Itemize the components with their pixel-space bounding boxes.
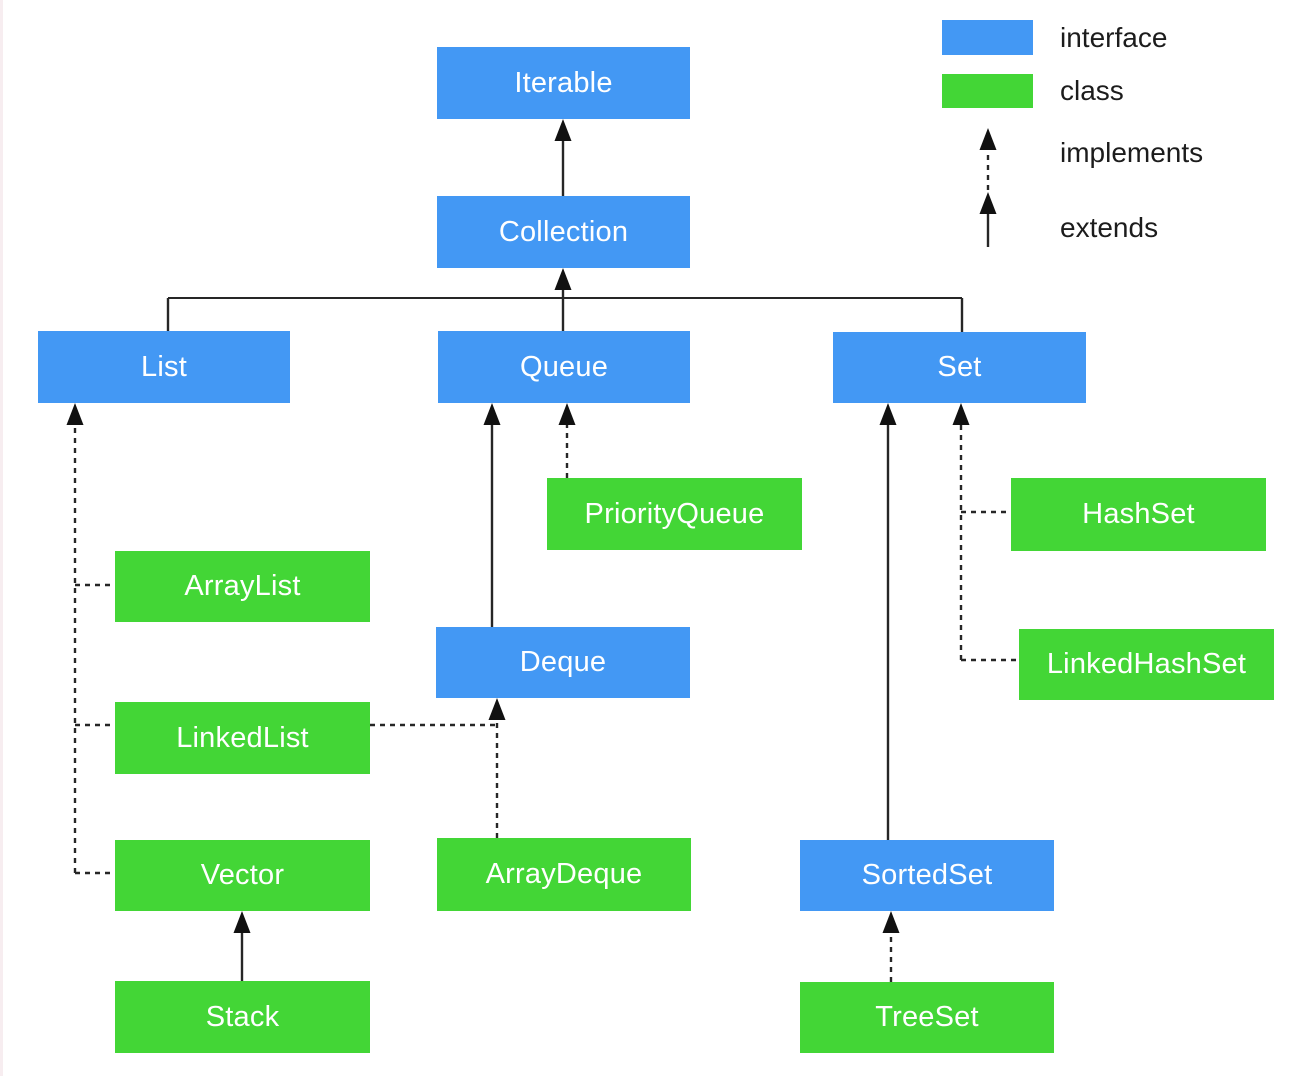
node-label: TreeSet xyxy=(875,1001,979,1033)
node-label: Deque xyxy=(519,646,607,678)
node-list: List xyxy=(38,331,290,403)
node-collection: Collection xyxy=(437,196,690,268)
legend-extends-arrow-icon xyxy=(979,192,997,247)
edge-implements-deque xyxy=(370,698,506,838)
node-label: List xyxy=(141,350,187,383)
node-iterable: Iterable xyxy=(437,47,690,119)
node-label: ArrayDeque xyxy=(485,858,643,890)
node-vector: Vector xyxy=(115,840,370,911)
node-label: Vector xyxy=(200,859,285,891)
node-label: LinkedList xyxy=(176,721,309,754)
node-label: Iterable xyxy=(514,66,613,99)
edge-treeset-implements-sortedset xyxy=(882,911,900,982)
node-queue: Queue xyxy=(438,331,690,403)
node-arraydeque: ArrayDeque xyxy=(437,838,691,911)
node-label: Queue xyxy=(519,350,609,383)
edge-sortedset-extends-set xyxy=(879,403,897,840)
node-arraylist: ArrayList xyxy=(115,551,370,622)
node-label: Stack xyxy=(205,1000,280,1033)
edge-priorityqueue-implements-queue xyxy=(558,403,576,478)
legend-interface-swatch xyxy=(942,20,1033,55)
legend-interface-label: interface xyxy=(1060,21,1168,53)
edge-deque-extends-queue xyxy=(483,403,501,627)
left-edge-artifact xyxy=(0,0,3,1076)
node-deque: Deque xyxy=(436,627,690,698)
node-treeset: TreeSet xyxy=(800,982,1054,1053)
legend-extends-label: extends xyxy=(1060,212,1159,243)
node-label: PriorityQueue xyxy=(584,497,765,530)
node-linkedlist: LinkedList xyxy=(115,702,370,774)
node-label: SortedSet xyxy=(861,859,993,891)
node-label: HashSet xyxy=(1082,498,1195,530)
edge-implements-set xyxy=(952,403,1019,662)
node-label: Set xyxy=(937,351,982,383)
legend-implements-arrow-icon xyxy=(979,128,997,190)
legend-class-label: class xyxy=(1060,75,1124,106)
node-sortedset: SortedSet xyxy=(800,840,1054,911)
node-priorityqueue: PriorityQueue xyxy=(547,478,802,550)
legend-class-swatch xyxy=(942,74,1033,108)
node-label: Collection xyxy=(498,215,629,248)
edge-branch-collection-children xyxy=(166,268,964,332)
node-stack: Stack xyxy=(115,981,370,1053)
edge-implements-list xyxy=(66,403,115,875)
legend-implements-label: implements xyxy=(1060,137,1204,168)
edge-stack-extends-vector xyxy=(233,911,251,981)
node-set: Set xyxy=(833,332,1086,403)
edge-collection-extends-iterable xyxy=(554,119,572,196)
node-label: LinkedHashSet xyxy=(1046,648,1247,680)
node-label: ArrayList xyxy=(184,570,301,602)
node-linkedhashset: LinkedHashSet xyxy=(1019,629,1274,700)
node-hashset: HashSet xyxy=(1011,478,1266,551)
